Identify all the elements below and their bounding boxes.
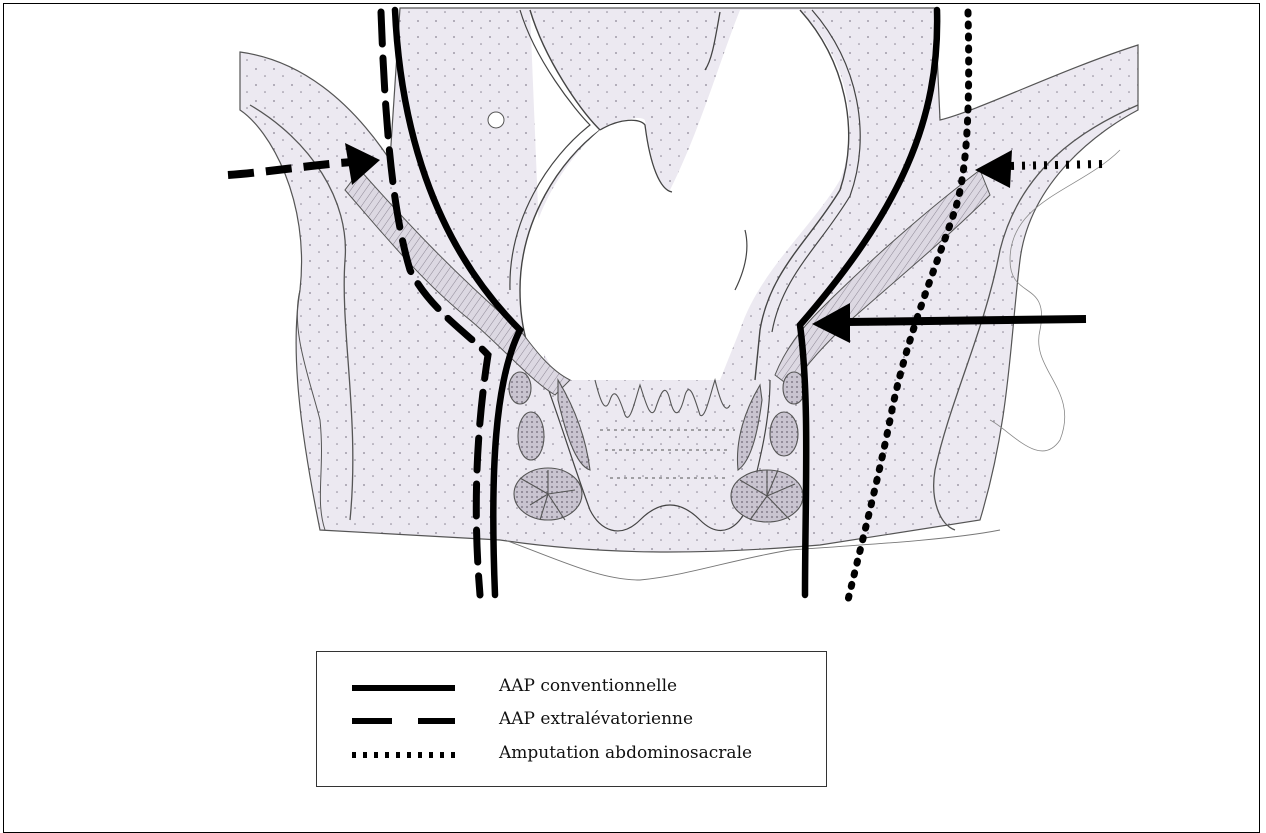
legend-item-abdominosacral: Amputation abdominosacrale <box>317 739 826 769</box>
legend-label: AAP extralévatorienne <box>499 709 693 729</box>
legend-label: Amputation abdominosacrale <box>499 743 752 763</box>
legend-label: AAP conventionnelle <box>499 676 677 696</box>
dotted-line-swatch <box>347 739 462 769</box>
legend-item-conventional: AAP conventionnelle <box>317 672 826 702</box>
dashed-line-swatch <box>347 705 462 735</box>
legend: AAP conventionnelle AAP extralévatorienn… <box>316 651 827 787</box>
abdominosacral-arrow-shaft <box>1010 164 1102 166</box>
legend-item-extralevator: AAP extralévatorienne <box>317 705 826 735</box>
conventional-arrow-shaft <box>845 319 1086 322</box>
small-circle-marker <box>488 112 504 128</box>
solid-line-swatch <box>347 672 462 702</box>
